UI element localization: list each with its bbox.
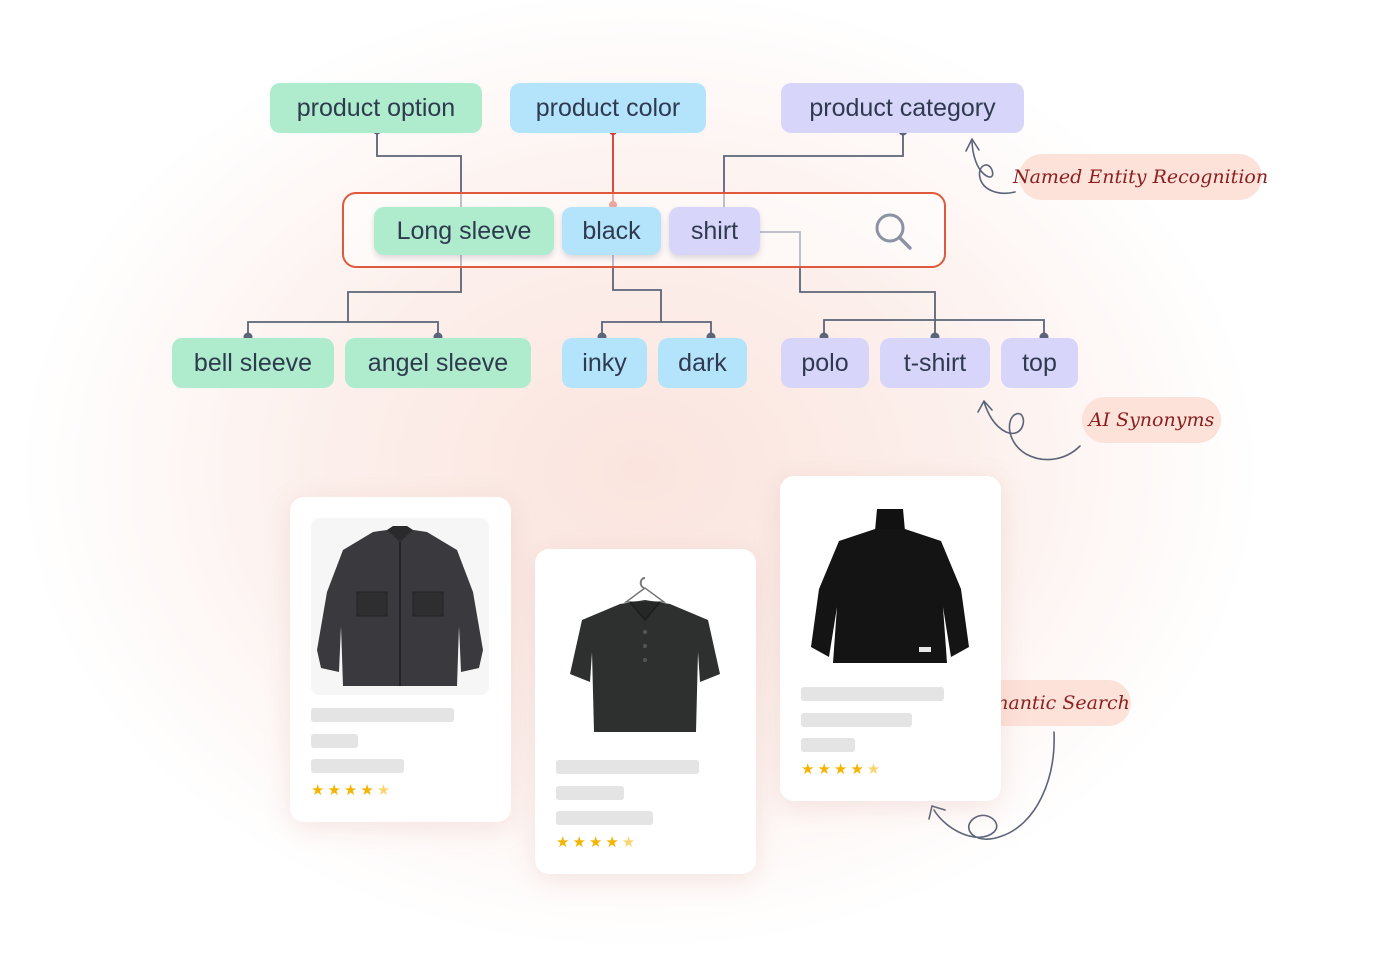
- product-card[interactable]: ★★★★★: [535, 549, 756, 874]
- star-rating: ★★★★★: [311, 782, 394, 799]
- placeholder-line: [556, 811, 653, 825]
- synonym-label: bell sleeve: [193, 348, 313, 377]
- query-term-label: Long sleeve: [396, 216, 532, 245]
- tag-product-color: product color: [510, 83, 706, 133]
- placeholder-line: [801, 713, 912, 727]
- connector-item-branch: [823, 319, 1045, 337]
- callout-ai-synonyms: AI Synonyms: [1082, 397, 1221, 443]
- star-rating: ★★★★★: [801, 761, 884, 778]
- synonym-polo: polo: [781, 338, 869, 388]
- synonym-dark: dark: [658, 338, 747, 388]
- semantic-arrowhead: [928, 805, 946, 820]
- synonym-t-shirt: t-shirt: [880, 338, 990, 388]
- query-term-long-sleeve[interactable]: Long sleeve: [374, 207, 554, 255]
- query-term-black[interactable]: black: [562, 207, 661, 255]
- ner-arrowhead: [965, 138, 980, 152]
- callout-named-entity-recognition: Named Entity Recognition: [1013, 154, 1268, 200]
- connector-sleeve-branch: [247, 321, 439, 337]
- placeholder-line: [801, 738, 855, 752]
- polo-picture: [570, 577, 720, 732]
- callout-label: Semantic Search: [966, 692, 1130, 714]
- tag-label: product option: [296, 93, 456, 122]
- placeholder-line: [556, 760, 699, 774]
- synonym-label: polo: [801, 348, 849, 377]
- tag-product-category: product category: [781, 83, 1024, 133]
- synonym-label: top: [1022, 348, 1057, 377]
- placeholder-line: [311, 708, 454, 722]
- search-icon[interactable]: [873, 211, 913, 251]
- synonym-inky: inky: [562, 338, 647, 388]
- connector-color-branch: [601, 321, 712, 337]
- product-image: [311, 518, 489, 695]
- product-image: [801, 497, 979, 674]
- query-term-label: shirt: [690, 216, 739, 245]
- synonym-label: dark: [678, 348, 727, 377]
- synonym-label: angel sleeve: [367, 348, 509, 377]
- star-rating: ★★★★★: [556, 834, 639, 851]
- synonym-bell-sleeve: bell sleeve: [172, 338, 334, 388]
- synonyms-curly-arrow: [983, 401, 1081, 461]
- synonym-angel-sleeve: angel sleeve: [345, 338, 531, 388]
- placeholder-line: [311, 759, 404, 773]
- synonym-top: top: [1001, 338, 1078, 388]
- placeholder-line: [801, 687, 944, 701]
- placeholder-line: [556, 786, 624, 800]
- placeholder-line: [311, 734, 358, 748]
- callout-label: Named Entity Recognition: [1012, 166, 1269, 188]
- query-term-shirt[interactable]: shirt: [669, 207, 760, 255]
- callout-label: AI Synonyms: [1088, 409, 1215, 431]
- tag-label: product color: [535, 93, 681, 122]
- synonyms-arrowhead: [977, 400, 993, 413]
- overshirt-picture: [317, 526, 483, 686]
- ner-curly-arrow: [971, 139, 1016, 194]
- product-image: [556, 570, 734, 747]
- synonym-label: t-shirt: [903, 348, 967, 377]
- tag-product-option: product option: [270, 83, 482, 133]
- product-card[interactable]: ★★★★★: [290, 497, 511, 822]
- tag-label: product category: [809, 93, 996, 122]
- turtleneck-picture: [811, 509, 969, 663]
- product-card[interactable]: ★★★★★: [780, 476, 1001, 801]
- synonym-label: inky: [582, 348, 627, 377]
- query-term-label: black: [582, 216, 641, 245]
